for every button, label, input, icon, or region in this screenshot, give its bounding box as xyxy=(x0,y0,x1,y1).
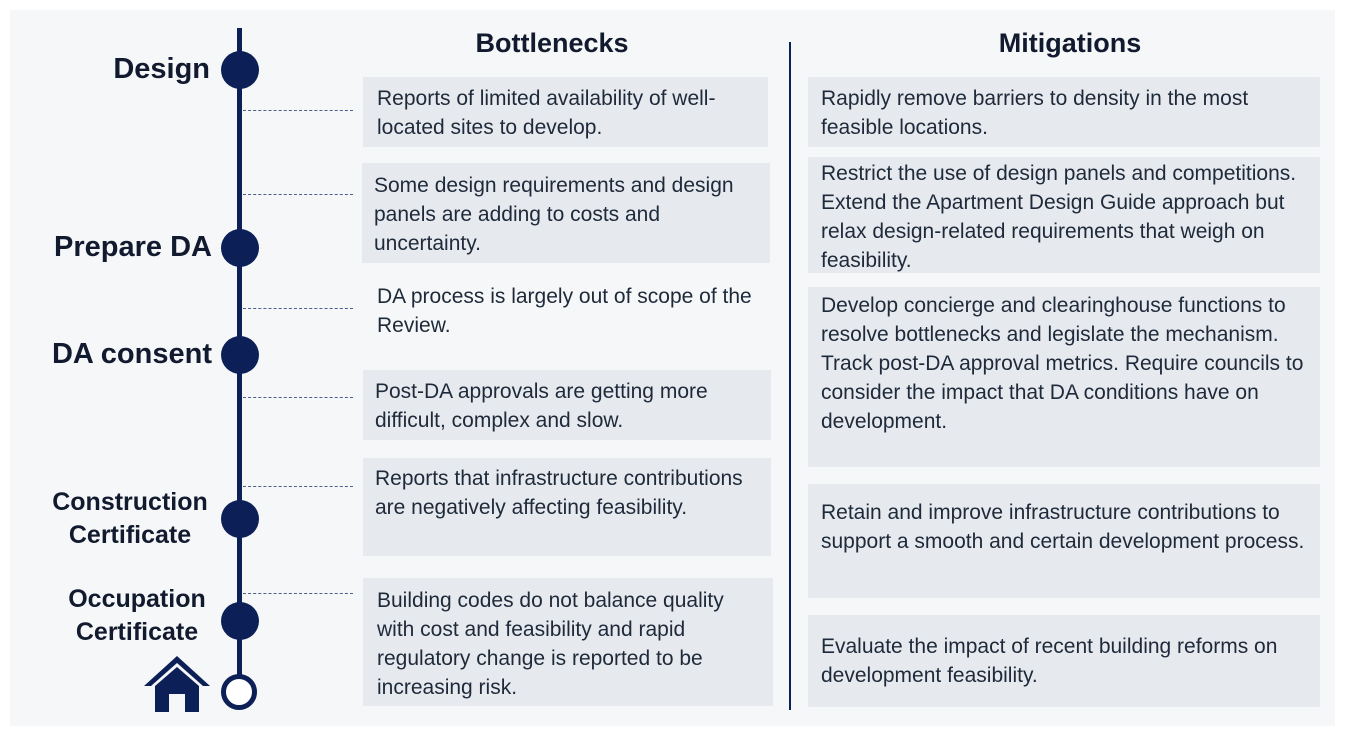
bottleneck-text: Reports of limited availability of well-… xyxy=(377,87,716,139)
connector-line xyxy=(243,194,353,195)
connector-line xyxy=(243,110,353,111)
mitigation-box: Restrict the use of design panels and co… xyxy=(808,157,1320,273)
bottleneck-text: DA process is largely out of scope of th… xyxy=(377,285,752,337)
bottleneck-box: Reports that infrastructure contribution… xyxy=(363,458,771,556)
stage-label-da-consent: DA consent xyxy=(51,338,212,370)
bottleneck-box: Post-DA approvals are getting more diffi… xyxy=(363,370,771,440)
timeline-node-design xyxy=(221,51,259,89)
bottleneck-text: Some design requirements and design pane… xyxy=(374,174,734,255)
stage-label-occupation-certificate: Occupation Certificate xyxy=(68,585,206,646)
mitigation-text: Rapidly remove barriers to density in th… xyxy=(821,87,1249,139)
timeline-node-prepare-da xyxy=(221,229,259,267)
mitigation-text: Evaluate the impact of recent building r… xyxy=(821,635,1278,687)
stage-label-design: Design xyxy=(113,53,210,85)
bottleneck-text: Post-DA approvals are getting more diffi… xyxy=(375,380,708,432)
bottleneck-text: Reports that infrastructure contribution… xyxy=(375,467,743,519)
mitigation-box: Retain and improve infrastructure contri… xyxy=(808,484,1320,598)
column-divider xyxy=(789,42,791,710)
connector-line xyxy=(243,593,353,594)
bottleneck-box: Some design requirements and design pane… xyxy=(362,163,770,263)
timeline-end-node xyxy=(221,674,257,710)
bottleneck-box: Reports of limited availability of well-… xyxy=(363,77,768,147)
bottlenecks-header: Bottlenecks xyxy=(475,28,629,58)
mitigation-text: Retain and improve infrastructure contri… xyxy=(821,501,1305,553)
bottleneck-box: Building codes do not balance quality wi… xyxy=(363,578,773,706)
connector-line xyxy=(243,397,353,398)
mitigation-box: Develop concierge and clearinghouse func… xyxy=(808,287,1320,467)
house-icon xyxy=(144,656,210,712)
timeline-node-construction-certificate xyxy=(221,500,259,538)
mitigations-header: Mitigations xyxy=(998,28,1142,58)
mitigation-box: Evaluate the impact of recent building r… xyxy=(808,615,1320,707)
mitigation-text: Restrict the use of design panels and co… xyxy=(821,162,1297,272)
mitigation-text: Develop concierge and clearinghouse func… xyxy=(821,294,1304,433)
timeline-node-da-consent xyxy=(221,336,259,374)
bottleneck-box: DA process is largely out of scope of th… xyxy=(363,277,768,347)
stage-label-prepare-da: Prepare DA xyxy=(54,231,212,263)
connector-line xyxy=(243,486,353,487)
connector-line xyxy=(243,308,353,309)
bottleneck-text: Building codes do not balance quality wi… xyxy=(377,589,724,699)
mitigation-box: Rapidly remove barriers to density in th… xyxy=(808,77,1320,147)
timeline-node-occupation-certificate xyxy=(221,602,259,640)
stage-label-construction-certificate: Construction Certificate xyxy=(52,488,208,549)
